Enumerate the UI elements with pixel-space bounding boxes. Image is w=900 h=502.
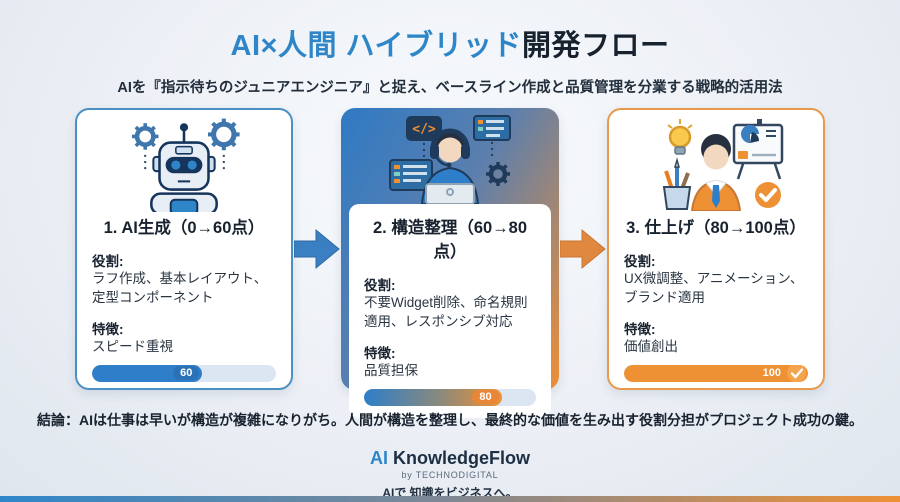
feature-text: 品質担保 (364, 362, 418, 378)
card-body: 1. AI生成（0→60点） 役割: ラフ作成、基本レイアウト、定型コンポーネン… (77, 210, 291, 394)
role-label: 役割: (92, 254, 124, 269)
svg-text:</>: </> (412, 122, 436, 137)
page-subtitle: AIを『指示待ちのジュニアエンジニア』と捉え、ベースライン作成と品質管理を分業す… (117, 80, 783, 96)
card-finishing: 3. 仕上げ（80→100点） 役割: UX微調整、アニメーション、ブランド適用… (607, 108, 825, 390)
role-label: 役割: (624, 254, 656, 269)
designer-presentation-icon (609, 110, 823, 211)
robot-icon (77, 110, 291, 212)
card-ai-generation: 1. AI生成（0→60点） 役割: ラフ作成、基本レイアウト、定型コンポーネン… (75, 108, 293, 390)
feature-text: スピード重視 (92, 338, 173, 354)
card-title: 1. AI生成（0→60点） (103, 219, 265, 237)
bottom-gradient-bar (0, 496, 900, 502)
role-text: ラフ作成、基本レイアウト、定型コンポーネント (92, 271, 268, 305)
footer: AI KnowledgeFlow by TECHNODIGITAL AIで 知識… (0, 448, 900, 501)
progress-fill: 80 (364, 388, 502, 406)
feature-text: 価値創出 (624, 338, 678, 354)
role-text: UX微調整、アニメーション、ブランド適用 (624, 271, 804, 305)
brand-name: KnowledgeFlow (388, 448, 530, 468)
feature-label: 特徴: (364, 345, 396, 361)
arrow-blue-icon (293, 108, 341, 390)
progress-value: 60 (173, 366, 200, 381)
progress-bar: 60 (92, 364, 276, 382)
brand-subtext: by TECHNODIGITAL (401, 470, 499, 480)
feature-label: 特徴: (92, 321, 124, 337)
card-title: 2. 構造整理（60→80点） (372, 219, 528, 261)
arrow-orange-icon (559, 108, 607, 390)
progress-fill: 60 (92, 364, 203, 382)
check-icon (787, 364, 806, 382)
page-title-rest: 開発フロー (521, 30, 670, 62)
header: AI×人間 ハイブリッド開発フロー AIを『指示待ちのジュニアエンジニア』と捉え… (0, 22, 900, 97)
brand-accent: AI (370, 448, 388, 468)
card-inner-panel: 2. 構造整理（60→80点） 役割: 不要Widget削除、命名規則適用、レス… (349, 204, 551, 418)
role-text: 不要Widget削除、命名規則適用、レスポンシブ対応 (364, 295, 528, 329)
card-title: 3. 仕上げ（80→100点） (626, 219, 806, 237)
progress-value: 80 (472, 390, 499, 405)
progress-bar: 100 (624, 364, 808, 382)
engineer-headset-icon: </> (341, 108, 559, 204)
role-label: 役割: (364, 278, 396, 293)
progress-fill: 100 (624, 364, 808, 382)
page-title-accent: AI×人間 ハイブリッド (230, 30, 522, 62)
progress-value: 100 (762, 367, 781, 380)
progress-bar: 80 (364, 388, 536, 406)
conclusion-text: 結論：AIは仕事は早いが構造が複雑になりがち。人間が構造を整理し、最終的な価値を… (37, 412, 863, 428)
card-body: 3. 仕上げ（80→100点） 役割: UX微調整、アニメーション、ブランド適用… (609, 210, 823, 394)
page-title: AI×人間 ハイブリッド開発フロー (0, 22, 900, 64)
feature-label: 特徴: (624, 321, 656, 337)
card-structure-organization: </> (341, 108, 559, 418)
brand-logo: AI KnowledgeFlow (0, 448, 900, 469)
flow-row: 1. AI生成（0→60点） 役割: ラフ作成、基本レイアウト、定型コンポーネン… (0, 108, 900, 418)
